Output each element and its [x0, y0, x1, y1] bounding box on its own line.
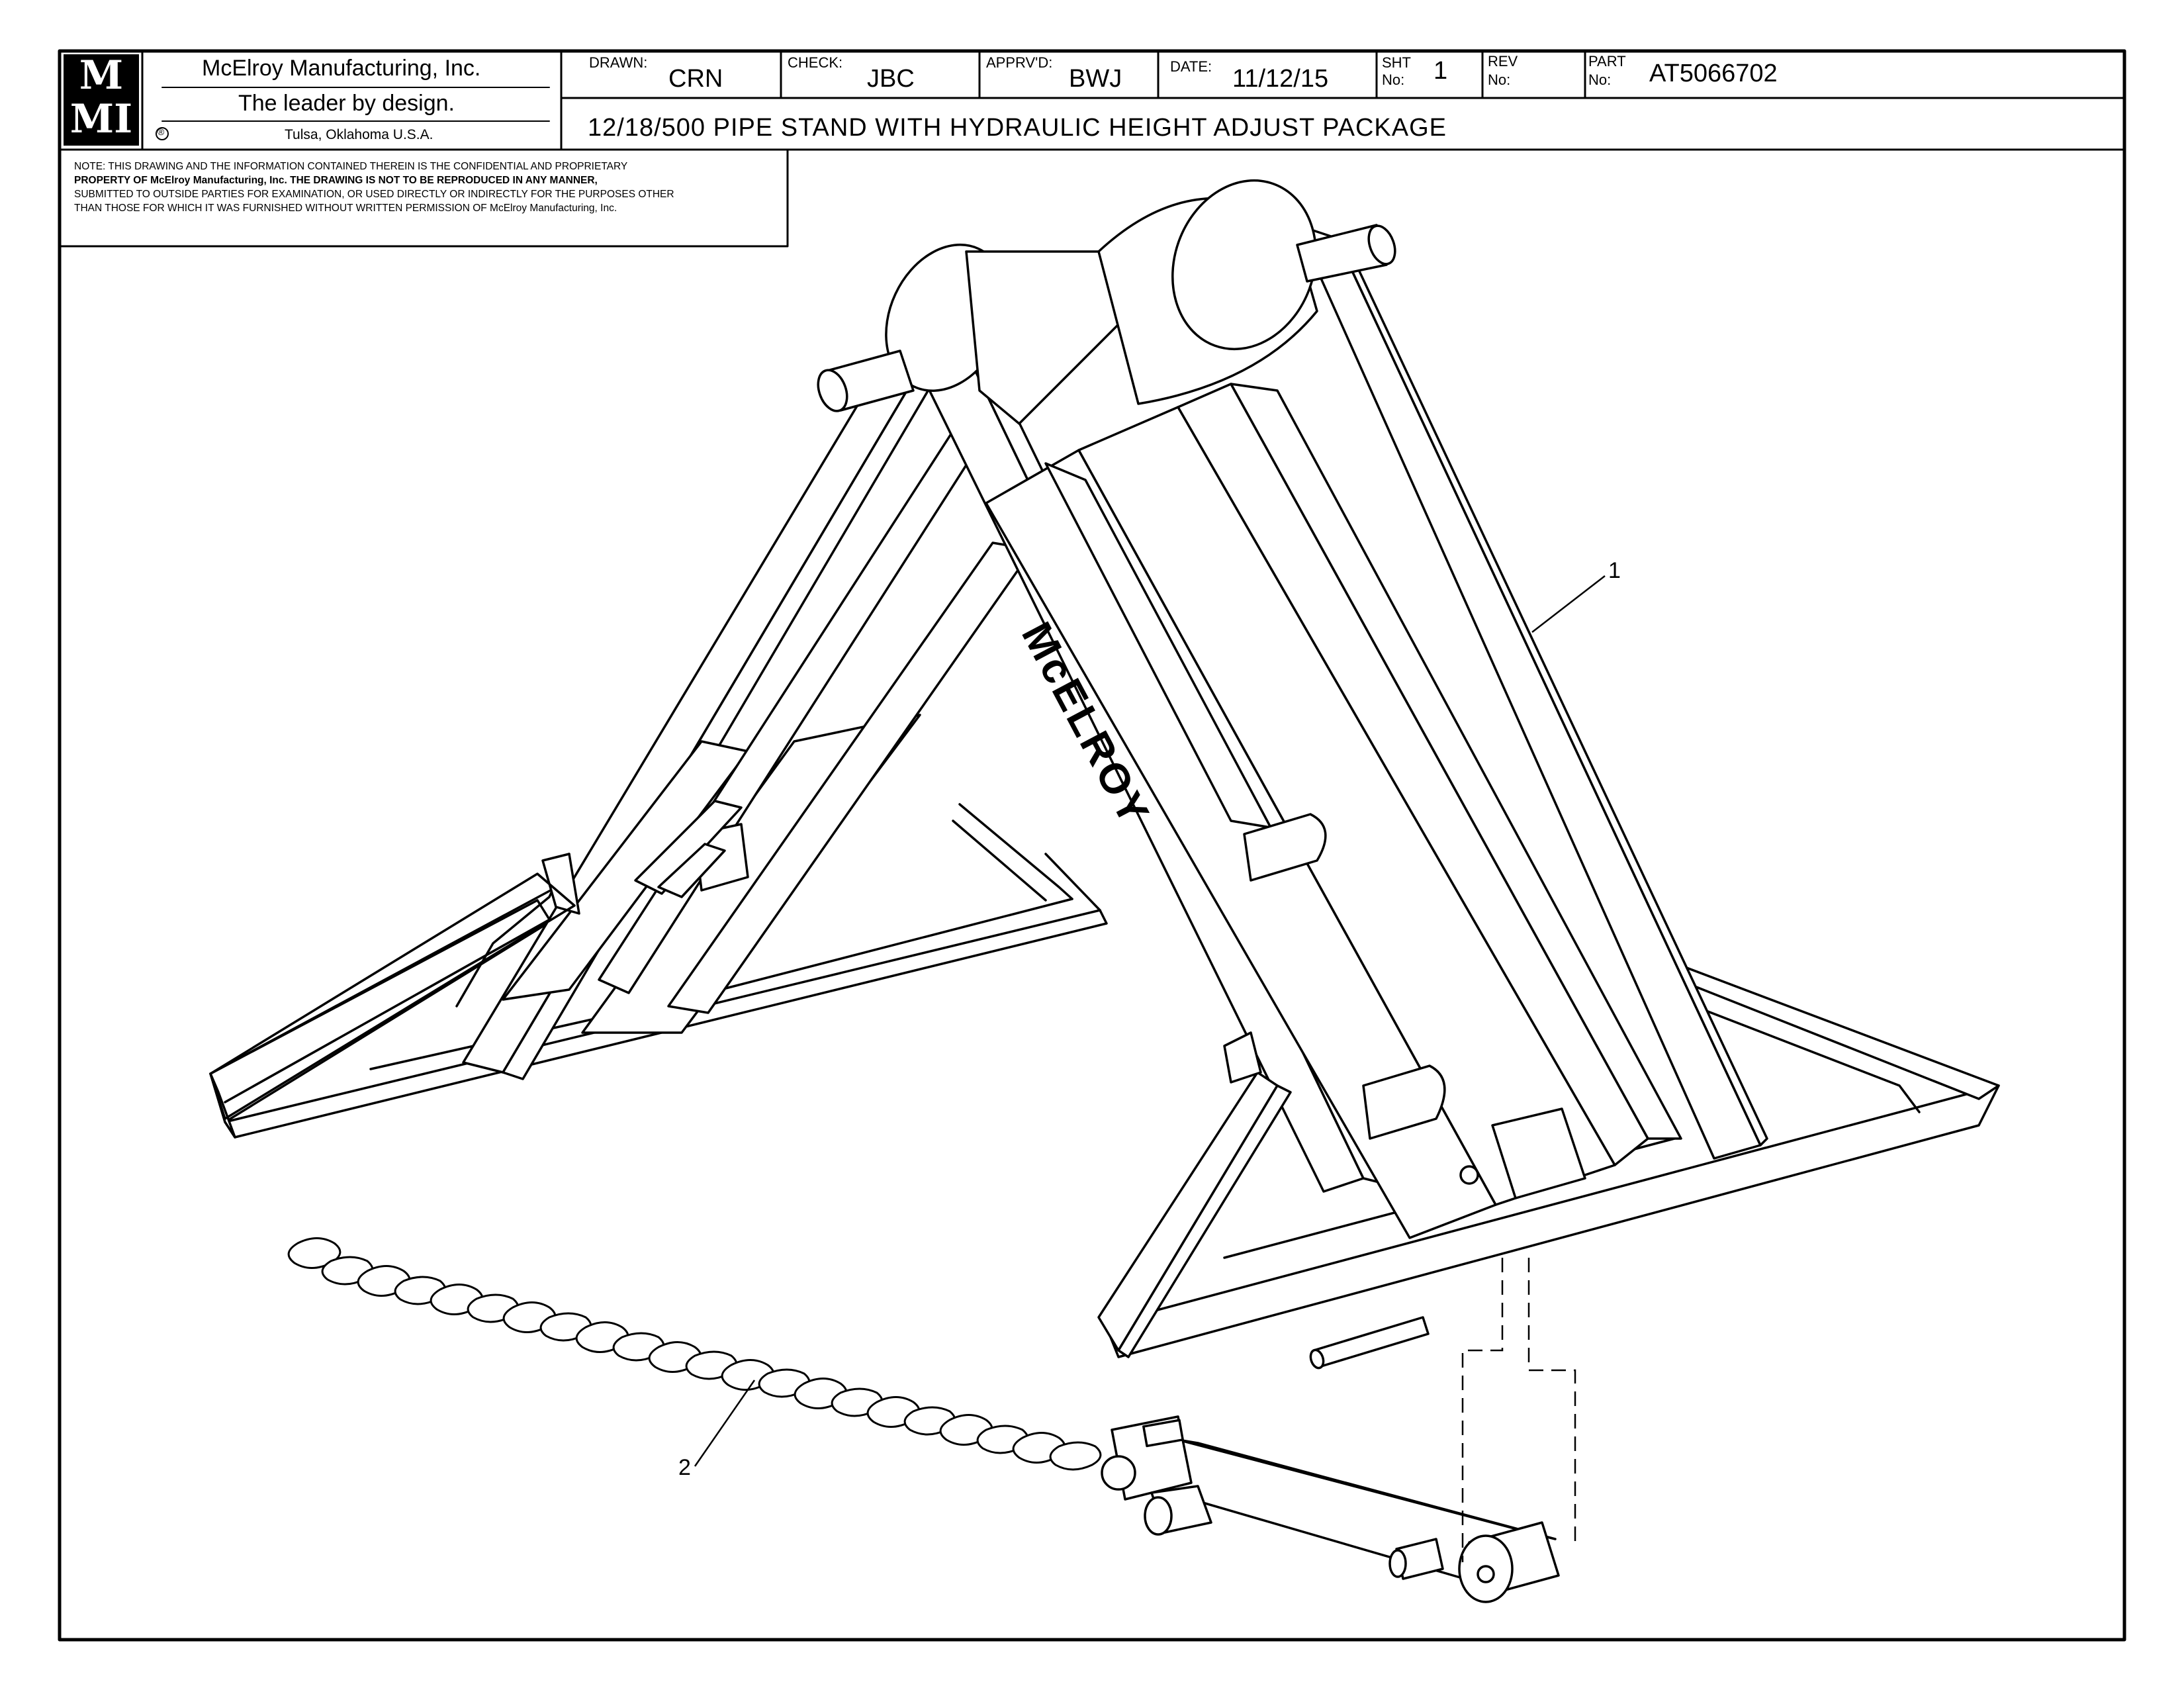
- sheet-label-line-2: No:: [1382, 71, 1405, 88]
- approved-label: APPRV'D:: [986, 54, 1053, 71]
- pipe-stand-drawing: [209, 179, 2000, 1603]
- date-value: 11/12/15: [1232, 65, 1329, 93]
- company-name: McElroy Manufacturing, Inc.: [202, 56, 481, 81]
- lower-handle: [1362, 1064, 1446, 1140]
- note-line-3: SUBMITTED TO OUTSIDE PARTIES FOR EXAMINA…: [74, 188, 674, 200]
- callout-1-leader: [1531, 575, 1606, 633]
- part-label-line-1: PART: [1588, 53, 1626, 70]
- mounting-plate: [1491, 1107, 1586, 1199]
- upper-handle: [1243, 813, 1327, 882]
- note-line-1: NOTE: THIS DRAWING AND THE INFORMATION C…: [74, 161, 628, 172]
- rev-label-line-1: REV: [1488, 53, 1518, 70]
- sheet-label-line-1: SHT: [1382, 54, 1411, 71]
- drawn-value: CRN: [668, 65, 723, 93]
- registered-mark: ®: [158, 126, 165, 137]
- callout-1-number: 1: [1608, 558, 1621, 583]
- sheet-border: [58, 49, 2126, 1642]
- company-location: Tulsa, Oklahoma U.S.A.: [285, 127, 433, 142]
- retaining-pin: [1312, 1316, 1430, 1368]
- part-number: AT5066702: [1649, 60, 1778, 87]
- note-box: [58, 148, 789, 248]
- logo-line-1: M: [79, 52, 124, 99]
- drawn-label: DRAWN:: [589, 54, 648, 71]
- assembly-lines: [1461, 1258, 1576, 1562]
- callout-leaders: [694, 575, 1606, 1467]
- cylinder-bolt: [1101, 1455, 1136, 1491]
- date-label: DATE:: [1170, 58, 1212, 75]
- company-logo: M MI: [64, 54, 139, 146]
- chain: [287, 1237, 1102, 1471]
- note-line-2: PROPERTY OF McElroy Manufacturing, Inc. …: [74, 174, 598, 186]
- note-line-4: THAN THOSE FOR WHICH IT WAS FURNISHED WI…: [74, 202, 617, 214]
- roller-cone: [965, 250, 1133, 425]
- company-tagline: The leader by design.: [238, 91, 455, 116]
- callout-2-leader: [694, 1380, 756, 1467]
- sheet-value: 1: [1433, 57, 1448, 85]
- check-label: CHECK:: [788, 54, 843, 71]
- logo-line-3: MI: [69, 96, 133, 142]
- left-inner-brace: [598, 409, 994, 994]
- approved-value: BWJ: [1069, 65, 1122, 93]
- confidentiality-note: NOTE: THIS DRAWING AND THE INFORMATION C…: [74, 160, 782, 216]
- right-base-rail: [1104, 1084, 2000, 1358]
- callout-2-number: 2: [678, 1455, 691, 1480]
- part-label-line-2: No:: [1588, 71, 1612, 88]
- check-value: JBC: [867, 65, 915, 93]
- drawing-title: 12/18/500 PIPE STAND WITH HYDRAULIC HEIG…: [588, 114, 1447, 142]
- rev-label-line-2: No:: [1488, 71, 1511, 88]
